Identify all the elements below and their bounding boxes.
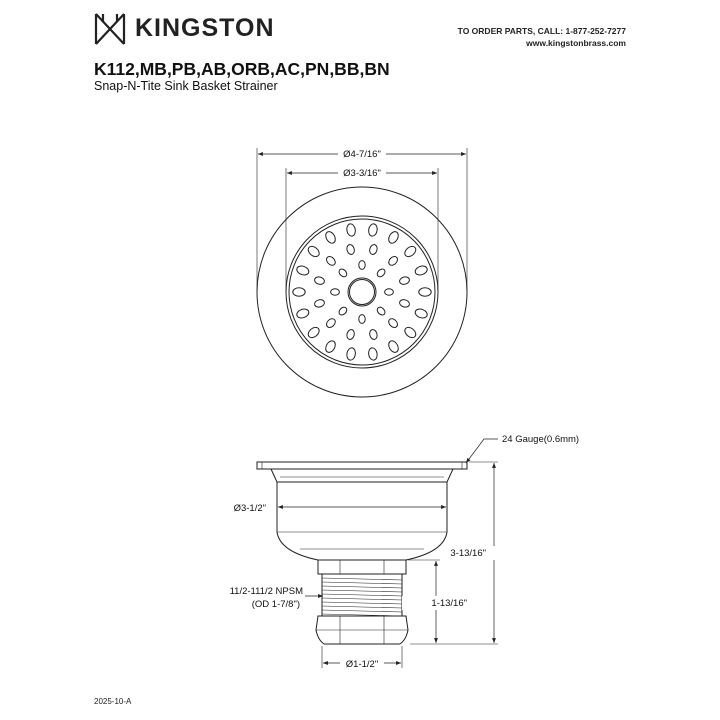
drain-hole xyxy=(418,287,432,297)
kingston-logo-icon xyxy=(94,13,126,45)
website-link[interactable]: www.kingstonbrass.com xyxy=(526,38,626,48)
drain-hole xyxy=(414,265,428,276)
total-height-label: 3-13/16" xyxy=(450,548,486,559)
drain-hole xyxy=(307,326,320,339)
thread-height-label: 1-13/16" xyxy=(431,598,467,609)
drain-hole xyxy=(314,299,325,308)
drain-hole xyxy=(388,231,399,244)
locknut xyxy=(315,615,409,645)
drain-hole xyxy=(388,256,398,266)
gauge-label: 24 Gauge(0.6mm) xyxy=(502,434,579,445)
drain-hole-pattern xyxy=(292,223,432,361)
drain-hole xyxy=(384,288,394,296)
center-post-inner xyxy=(349,279,375,305)
drain-hole xyxy=(376,268,386,278)
drain-hole xyxy=(330,288,340,296)
drain-hole xyxy=(388,340,399,353)
order-phone: TO ORDER PARTS, CALL: 1-877-252-7277 xyxy=(457,26,626,36)
revision-code: 2025-10-A xyxy=(94,697,132,706)
thread-line xyxy=(321,585,403,589)
drain-hole xyxy=(307,245,320,258)
outlet-diameter-label: Ø1-1/2" xyxy=(346,659,378,670)
thread-line xyxy=(321,577,403,581)
drain-hole xyxy=(346,223,356,237)
drain-hole xyxy=(358,260,366,270)
drain-hole xyxy=(368,223,378,237)
drain-hole xyxy=(369,244,378,255)
strainer-plate xyxy=(288,218,436,366)
thread-spec-label: 11/2-111/2 NPSM xyxy=(230,586,303,597)
thread-line xyxy=(321,601,403,605)
gauge-leader-line xyxy=(465,438,498,464)
model-numbers: K112,MB,PB,AB,ORB,AC,PN,BB,BN xyxy=(94,59,390,79)
center-post-outer xyxy=(347,277,377,307)
drain-hole xyxy=(296,308,310,319)
flange-rim xyxy=(256,461,468,470)
body-diameter-label: Ø3-1/2" xyxy=(234,503,266,514)
thread-line xyxy=(321,597,403,601)
thread-lines xyxy=(321,577,403,617)
order-info: TO ORDER PARTS, CALL: 1-877-252-7277 www… xyxy=(458,25,626,49)
drain-hole xyxy=(404,326,417,339)
top-view xyxy=(256,148,468,398)
product-name: Snap-N-Tite Sink Basket Strainer xyxy=(94,79,278,93)
drain-hole xyxy=(399,299,410,308)
drain-hole xyxy=(346,347,356,361)
thread-line xyxy=(321,609,403,613)
thread-collar xyxy=(317,559,407,575)
drain-hole xyxy=(358,314,366,324)
drain-hole xyxy=(292,287,306,297)
drain-hole xyxy=(346,244,355,255)
drain-hole xyxy=(399,276,410,285)
drain-hole xyxy=(338,268,348,278)
thread-line xyxy=(321,593,403,597)
drain-hole xyxy=(325,231,336,244)
drain-hole xyxy=(346,329,355,340)
thread-line xyxy=(321,605,403,609)
drain-hole xyxy=(326,256,336,266)
drain-hole xyxy=(376,306,386,316)
strainer-body xyxy=(270,468,454,561)
inner-flange-ring xyxy=(285,215,439,369)
inner-diameter-label: Ø3-3/16" xyxy=(343,168,381,179)
thread-line xyxy=(321,589,403,593)
outer-diameter-label: Ø4-7/16" xyxy=(343,149,381,160)
drain-hole xyxy=(314,276,325,285)
thread-od-label: (OD 1-7/8") xyxy=(252,599,300,610)
drain-hole xyxy=(296,265,310,276)
drain-hole xyxy=(414,308,428,319)
thread-line xyxy=(321,581,403,585)
drain-hole xyxy=(404,245,417,258)
drain-hole xyxy=(388,318,398,328)
drain-hole xyxy=(368,347,378,361)
drain-hole xyxy=(325,340,336,353)
drain-hole xyxy=(338,306,348,316)
drain-hole xyxy=(369,329,378,340)
drain-hole xyxy=(326,318,336,328)
brand-name: KINGSTON xyxy=(135,14,275,42)
